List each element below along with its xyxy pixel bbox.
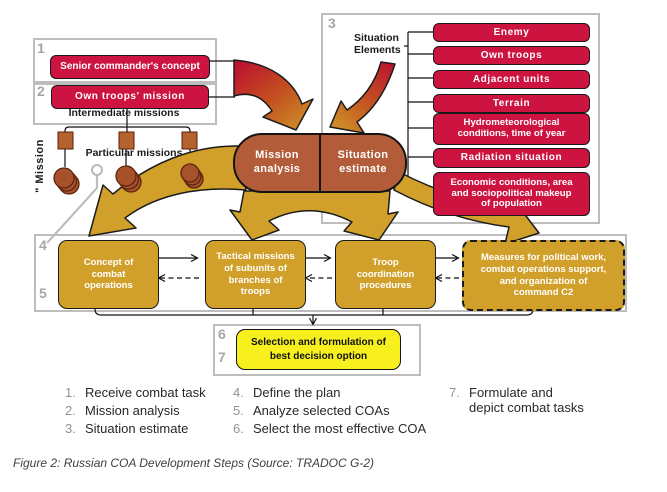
- particular-missions-label: Particular missions: [85, 147, 183, 159]
- situation-element-enemy: Enemy: [433, 23, 590, 42]
- legend-column-3: 7. Formulate and depict combat tasks: [449, 385, 584, 415]
- legend-num-6: 6.: [233, 421, 244, 436]
- arrow-elements-to-situation-estimate: [329, 61, 396, 134]
- arrow-task-to-mission-analysis: [233, 59, 314, 131]
- panel-number-4: 4: [39, 237, 47, 253]
- concept-of-combat-operations-box: Concept of combat operations: [58, 240, 159, 309]
- situation-element-economic: Economic conditions, area and sociopolit…: [433, 172, 590, 216]
- mission-axis-label: " Mission: [34, 139, 46, 193]
- legend-item-6: 6. Select the most effective COA: [233, 421, 426, 439]
- troop-coordination-box: Troop coordination procedures: [335, 240, 436, 309]
- legend-item-3: 3. Situation estimate: [65, 421, 206, 439]
- legend-num-7: 7.: [449, 385, 460, 400]
- connector-node: [91, 164, 103, 176]
- intermediate-missions-label: Intermediate missions: [68, 107, 180, 119]
- legend-num-3: 3.: [65, 421, 76, 436]
- legend-text-7: Formulate and depict combat tasks: [469, 385, 584, 415]
- legend-text-1: Receive combat task: [85, 385, 206, 400]
- panel-number-7: 7: [218, 349, 226, 365]
- legend-text-3: Situation estimate: [85, 421, 189, 436]
- legend-num-1: 1.: [65, 385, 76, 400]
- situation-element-radiation: Radiation situation: [433, 148, 590, 168]
- panel-number-6: 6: [218, 326, 226, 342]
- mission-square-3: [181, 131, 198, 150]
- legend-item-1: 1. Receive combat task: [65, 385, 206, 403]
- measures-political-work-box: Measures for political work, combat oper…: [462, 240, 625, 311]
- own-troops-mission-box: Own troops' mission: [51, 85, 209, 109]
- legend-item-4: 4. Define the plan: [233, 385, 426, 403]
- situation-element-adjacent-units: Adjacent units: [433, 70, 590, 89]
- legend-item-5: 5. Analyze selected COAs: [233, 403, 426, 421]
- legend-text-6: Select the most effective COA: [253, 421, 427, 436]
- panel-4-5-plan: [34, 234, 627, 312]
- panel-number-3: 3: [328, 15, 336, 31]
- tactical-missions-box: Tactical missions of subunits of branche…: [205, 240, 306, 309]
- situation-elements-label: Situation Elements: [354, 32, 401, 56]
- legend-column-2: 4. Define the plan 5. Analyze selected COA…: [233, 385, 426, 439]
- particular-mission-stacks: [53, 163, 204, 195]
- situation-element-hydrometeorological: Hydrometeorological conditions, time of …: [433, 113, 590, 145]
- situation-element-own-troops: Own troops: [433, 46, 590, 65]
- mission-square-1: [57, 131, 74, 150]
- legend-column-1: 1. Receive combat task 2. Mission analysis…: [65, 385, 206, 439]
- legend-num-2: 2.: [65, 403, 76, 418]
- panel-3-situation-estimate: [321, 13, 600, 224]
- senior-commanders-concept-box: Senior commander's concept: [50, 55, 210, 79]
- mission-situation-capsule: Mission analysis Situation estimate: [233, 133, 407, 193]
- situation-element-terrain: Terrain: [433, 94, 590, 113]
- legend-text-2: Mission analysis: [85, 403, 180, 418]
- legend-item-7: 7. Formulate and depict combat tasks: [449, 385, 584, 415]
- legend-num-4: 4.: [233, 385, 244, 400]
- arrow-to-tactical-and-coordination-boxes: [229, 190, 399, 241]
- legend-text-5: Analyze selected COAs: [253, 403, 390, 418]
- figure-caption: Figure 2: Russian COA Development Steps …: [13, 456, 375, 470]
- arrow-to-concept-box: [88, 145, 247, 237]
- legend-item-2: 2. Mission analysis: [65, 403, 206, 421]
- mission-analysis-cell: Mission analysis: [253, 149, 301, 175]
- intermediate-mission-squares: [57, 131, 198, 150]
- panel-number-5: 5: [39, 285, 47, 301]
- gray-callout-line: [46, 176, 99, 244]
- situation-estimate-cell: Situation estimate: [319, 135, 405, 191]
- legend-text-4: Define the plan: [253, 385, 341, 400]
- legend-num-5: 5.: [233, 403, 244, 418]
- best-decision-option-box: Selection and formulation of best decisi…: [236, 329, 401, 370]
- stack-2-front: [115, 165, 137, 187]
- panel-number-2: 2: [37, 83, 45, 99]
- panel-2-mission-analysis: [33, 81, 217, 125]
- panel-number-1: 1: [37, 40, 45, 56]
- stack-3-front: [180, 163, 200, 183]
- stack-1-front: [53, 167, 75, 189]
- mission-square-2: [118, 131, 135, 150]
